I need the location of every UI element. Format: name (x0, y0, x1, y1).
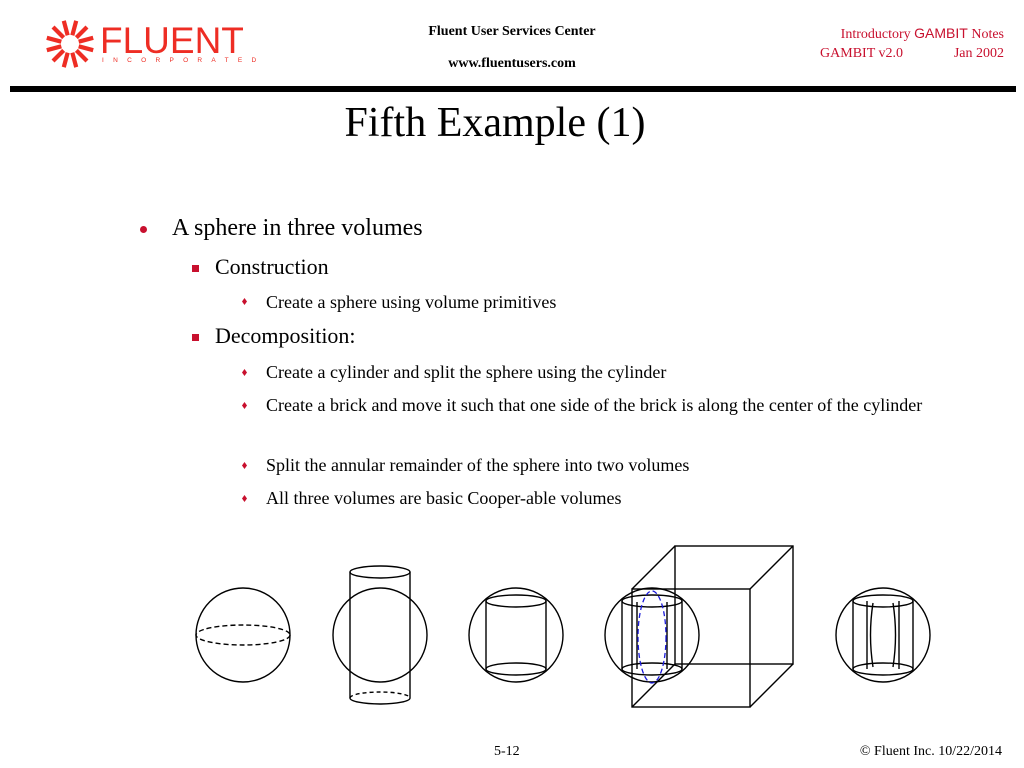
bullet-diamond-icon (242, 462, 247, 469)
bullet-diamond-icon (242, 495, 247, 502)
construction-item: Create a sphere using volume primitives (266, 292, 557, 312)
bullet-dot-icon (140, 226, 147, 233)
logo-ray (78, 35, 94, 44)
decomposition-item: Split the annular remainder of the spher… (266, 455, 690, 475)
sphere-figure (195, 587, 291, 683)
header-right-block: Introductory GAMBIT Notes GAMBIT v2.0 Ja… (744, 24, 1004, 63)
logo-subtitle: INCORPORATED (102, 57, 266, 64)
header-notes-suffix: Notes (971, 27, 1004, 42)
header-date: Jan 2002 (953, 46, 1004, 61)
logo-ray (74, 25, 89, 40)
bullet-square-icon (192, 334, 199, 341)
logo-ray (51, 48, 66, 63)
logo-ray (61, 20, 70, 36)
header-notes-prefix: Introductory (840, 27, 911, 42)
header-gambit-word: GAMBIT (914, 25, 968, 41)
bullet-diamond-icon (242, 298, 247, 305)
logo-ray (61, 52, 70, 68)
sphere-brick-figure (604, 545, 794, 708)
bullet-diamond-icon (242, 369, 247, 376)
decomposition-item: Create a cylinder and split the sphere u… (266, 362, 667, 382)
logo-wordmark: FLUENT (100, 20, 244, 61)
split-sphere-figure (468, 587, 564, 683)
sphere-cylinder-figure (332, 565, 428, 705)
header-center-url: www.fluentusers.com (448, 56, 576, 71)
logo-ray (51, 25, 66, 40)
header-divider (10, 86, 1016, 92)
header-right-line2: GAMBIT v2.0 Jan 2002 (744, 44, 1004, 63)
bullet-construction: Construction (215, 254, 329, 279)
logo-ray (46, 35, 62, 44)
logo-ray (70, 52, 79, 68)
fluent-starburst-icon (46, 20, 94, 68)
decomposition-item: All three volumes are basic Cooper-able … (266, 488, 622, 508)
fluent-logo: FLUENT INCORPORATED (44, 18, 256, 70)
bullet-square-icon (192, 265, 199, 272)
bullet-main: A sphere in three volumes (172, 215, 423, 241)
decomposition-item: Create a brick and move it such that one… (266, 395, 923, 415)
header-center-title: Fluent User Services Center (428, 24, 596, 39)
header-right-line1: Introductory GAMBIT Notes (744, 24, 1004, 44)
page-number: 5-12 (494, 744, 520, 759)
bullet-decomposition: Decomposition: (215, 323, 356, 348)
logo-ray (78, 44, 94, 53)
logo-ray (74, 48, 89, 63)
header-version: GAMBIT v2.0 (820, 46, 903, 61)
copyright-notice: © Fluent Inc. 10/22/2014 (859, 744, 1002, 759)
three-volumes-figure (835, 587, 931, 683)
logo-ray (70, 20, 79, 36)
bullet-diamond-icon (242, 402, 247, 409)
slide-title: Fifth Example (1) (344, 100, 646, 146)
logo-ray (46, 44, 62, 53)
